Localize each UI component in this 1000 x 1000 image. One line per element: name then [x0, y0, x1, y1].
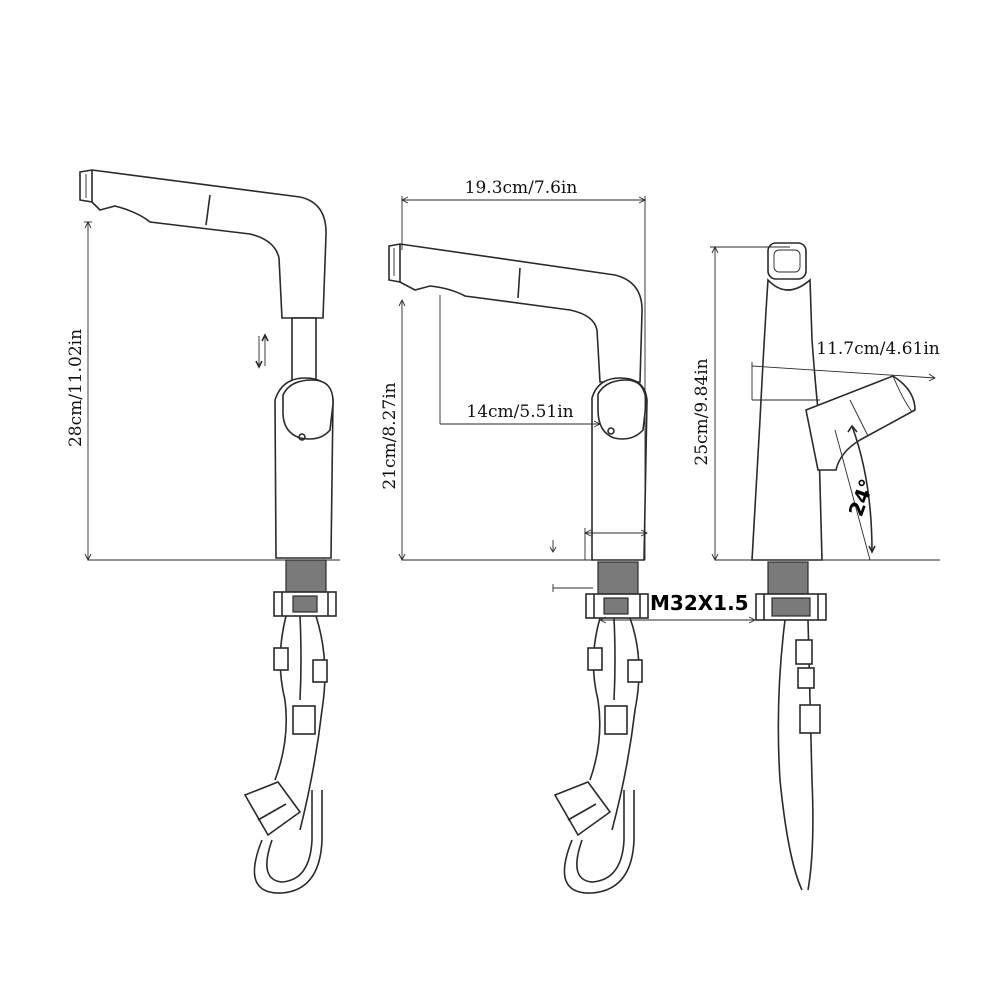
dim-spout-reach: 14cm/5.51in — [466, 402, 573, 422]
faucet-view-side — [710, 242, 940, 891]
thread-spec-label: M32X1.5 — [650, 591, 749, 615]
dim-handle-reach: 11.7cm/4.61in — [816, 339, 940, 359]
dim-total-height-pullout: 28cm/11.02in — [66, 329, 86, 447]
faucet-view-pullout — [79, 169, 340, 894]
dim-total-height-side: 25cm/9.84in — [692, 358, 712, 465]
dim-spout-height: 21cm/8.27in — [380, 382, 400, 489]
dim-total-length: 19.3cm/7.6in — [465, 178, 578, 198]
faucet-view-front — [388, 196, 757, 894]
